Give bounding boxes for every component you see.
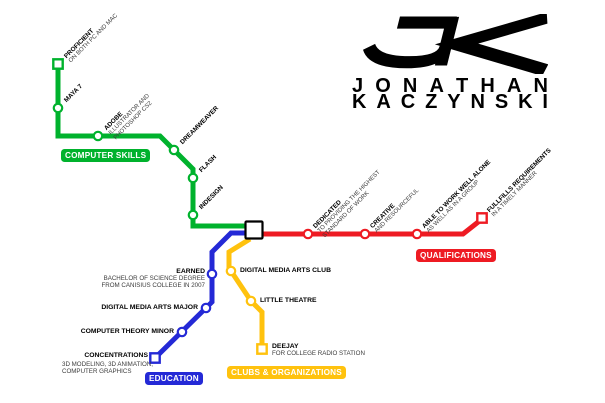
education-line	[153, 230, 252, 360]
station-label-dma-major: DIGITAL MEDIA ARTS MAJOR	[101, 304, 198, 311]
station-marker-fullfills	[476, 212, 488, 224]
station-marker-dreamweaver	[168, 144, 180, 156]
logo-letter-j	[363, 16, 460, 69]
station-marker-indesign	[187, 209, 199, 221]
interchange-station-marker	[244, 220, 264, 240]
line-label-education: EDUCATION	[145, 372, 203, 385]
line-label-computer-skills: COMPUTER SKILLS	[61, 149, 151, 162]
qualifications-line	[258, 217, 484, 237]
station-marker-concentrations	[149, 352, 161, 364]
station-marker-little-theatre	[245, 295, 257, 307]
station-marker-flash	[187, 172, 199, 184]
station-marker-theory-minor	[176, 326, 188, 338]
station-label-theory-minor: COMPUTER THEORY MINOR	[80, 328, 174, 335]
station-label-deejay: DEEJAY FOR COLLEGE RADIO STATION	[272, 343, 365, 358]
line-label-qualifications: QUALIFICATIONS	[416, 249, 496, 262]
station-marker-dma-major	[200, 302, 212, 314]
station-marker-creative	[359, 228, 371, 240]
station-marker-adobe	[92, 130, 104, 142]
station-label-concentrations: CONCENTRATIONS	[84, 352, 148, 359]
logo-letter-k	[434, 14, 548, 74]
station-label-earned: EARNED BACHELOR OF SCIENCE DEGREE FROM C…	[101, 268, 206, 290]
station-sublabel-concentrations: 3D MODELING, 3D ANIMATION, COMPUTER GRAP…	[62, 361, 153, 375]
line-label-clubs: CLUBS & ORGANIZATIONS	[227, 366, 346, 379]
station-marker-maya7	[52, 102, 64, 114]
computer-skills-line	[55, 64, 254, 229]
station-marker-dedicated	[302, 228, 314, 240]
station-marker-proficient	[52, 58, 64, 70]
station-marker-earned	[206, 268, 218, 280]
station-label-dma-club: DIGITAL MEDIA ARTS CLUB	[240, 267, 331, 274]
clubs-line	[226, 236, 265, 344]
jk-monogram-logo	[363, 14, 548, 74]
station-marker-able-to-work	[411, 228, 423, 240]
station-label-little-theatre: LITTLE THEATRE	[260, 297, 317, 304]
station-marker-deejay	[256, 343, 268, 355]
station-marker-dma-club	[225, 265, 237, 277]
